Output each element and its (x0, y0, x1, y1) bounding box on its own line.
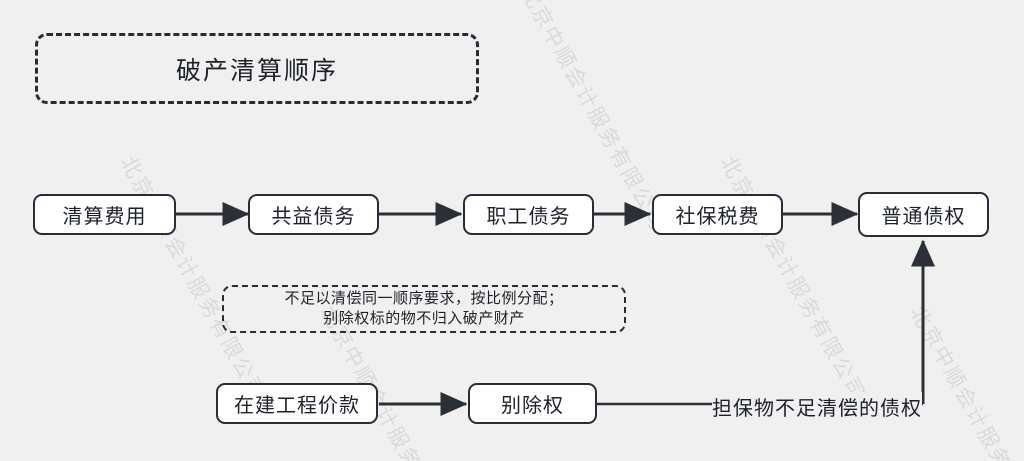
diagram-title-box: 破产清算顺序 (35, 33, 479, 104)
node-common-benefit-debt[interactable]: 共益债务 (248, 194, 379, 235)
node-liquidation-expenses[interactable]: 清算费用 (33, 194, 176, 235)
node-social-insurance-tax[interactable]: 社保税费 (652, 194, 783, 235)
node-label: 共益债务 (271, 206, 356, 228)
node-separate-right[interactable]: 别除权 (468, 383, 597, 424)
node-label: 在建工程价款 (234, 395, 360, 417)
note-line-2: 别除权标的物不归入破产财产 (323, 310, 525, 327)
node-label: 清算费用 (62, 206, 147, 228)
node-label: 普通债权 (881, 206, 966, 228)
node-label: 别除权 (501, 395, 564, 417)
note-box: 不足以清偿同一顺序要求，按比例分配； 别除权标的物不归入破产财产 (222, 285, 626, 333)
node-construction-in-progress-price[interactable]: 在建工程价款 (216, 383, 378, 424)
page-title: 破产清算顺序 (175, 56, 338, 85)
node-ordinary-claim[interactable]: 普通债权 (858, 192, 989, 237)
node-label: 社保税费 (675, 206, 760, 228)
note-text: 不足以清偿同一顺序要求，按比例分配； 别除权标的物不归入破产财产 (274, 289, 573, 329)
node-employee-debt[interactable]: 职工债务 (463, 194, 594, 235)
node-label: 职工债务 (486, 206, 571, 228)
edge-label-insufficient-collateral-claim: 担保物不足清偿的债权 (712, 392, 922, 421)
note-line-1: 不足以清偿同一顺序要求，按比例分配； (284, 290, 564, 307)
